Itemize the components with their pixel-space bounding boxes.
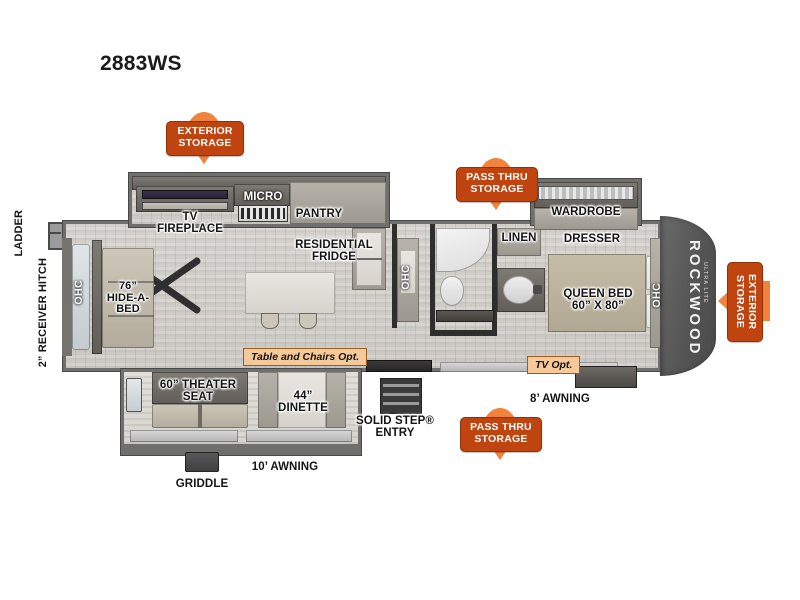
hide-a-bed-sofa — [102, 248, 154, 348]
toilet-fixture — [440, 276, 464, 306]
theater-seat-back — [152, 372, 248, 404]
tag-tv-opt: TV Opt. — [527, 356, 581, 374]
lav-faucet — [533, 285, 542, 294]
brand-subtitle: ULTRA LITE — [702, 262, 708, 304]
tv-opt-panel — [575, 366, 637, 388]
sofa-cushion-line-2 — [108, 315, 154, 317]
label-awning-10: 10’ AWNING — [251, 461, 319, 473]
page-title: 2883WS — [100, 52, 182, 75]
island-stool-2 — [299, 313, 317, 329]
theater-seat-divider — [198, 404, 202, 428]
ladder-rung — [48, 232, 61, 234]
queen-bed — [548, 254, 646, 332]
badge-label: EXTERIOR STORAGE — [727, 262, 763, 342]
bath-wall-right — [492, 224, 497, 336]
badge-pass-thru-storage-top[interactable]: PASS THRU STORAGE — [456, 158, 538, 210]
front-nose-cap — [660, 216, 716, 376]
fireplace-insert — [142, 202, 228, 210]
badge-label: EXTERIOR STORAGE — [166, 121, 244, 156]
pantry-cabinet — [290, 182, 386, 224]
griddle-unit — [185, 452, 219, 472]
rear-ohc-cabinet — [72, 244, 90, 350]
label-awning-8: 8’ AWNING — [530, 393, 590, 405]
dresser-unit — [534, 208, 638, 230]
rear-wall — [62, 238, 72, 356]
label-griddle: GRIDDLE — [175, 478, 229, 490]
dinette-bench-right — [326, 372, 346, 428]
rear-divider — [92, 240, 102, 354]
fridge-door-split — [356, 258, 382, 260]
bath-wall-bottom — [430, 330, 497, 336]
island-stool-1 — [261, 313, 279, 329]
bath-wall-left — [430, 224, 435, 336]
badge-label: PASS THRU STORAGE — [460, 417, 542, 452]
dinette-table — [278, 372, 326, 428]
microwave-unit — [234, 184, 290, 206]
tv-screen — [142, 190, 228, 199]
brand-name: ROCKWOOD — [686, 240, 703, 357]
lav-sink — [503, 276, 535, 304]
badge-exterior-storage-right[interactable]: EXTERIOR STORAGE — [718, 262, 770, 342]
badge-label: PASS THRU STORAGE — [456, 167, 538, 202]
solid-step-entry — [380, 378, 422, 414]
slideout-rail-left — [130, 430, 238, 442]
bath-vanity — [436, 310, 494, 322]
slideout-rail-right — [246, 430, 352, 442]
label-ladder: LADDER — [13, 210, 25, 257]
hall-ohc-face — [400, 250, 416, 294]
linen-closet — [497, 228, 541, 256]
ceiling-fan-icon — [122, 256, 202, 315]
kitchen-island — [245, 272, 335, 314]
slideout-window — [126, 378, 142, 412]
cooktop-burners — [241, 208, 285, 219]
badge-pass-thru-storage-bottom[interactable]: PASS THRU STORAGE — [460, 408, 542, 460]
hall-wall-left — [392, 224, 397, 328]
tag-table-and-chairs-opt: Table and Chairs Opt. — [243, 348, 368, 366]
wardrobe-hanging-rod — [538, 186, 634, 200]
entry-door-ledge — [366, 360, 432, 372]
label-receiver-hitch: 2” RECEIVER HITCH — [37, 258, 49, 368]
dinette-bench-left — [258, 372, 278, 428]
badge-exterior-storage-top[interactable]: EXTERIOR STORAGE — [166, 112, 244, 164]
sofa-cushion-line-1 — [108, 281, 154, 283]
label-solid-step-entry: SOLID STEP® ENTRY — [356, 415, 434, 440]
